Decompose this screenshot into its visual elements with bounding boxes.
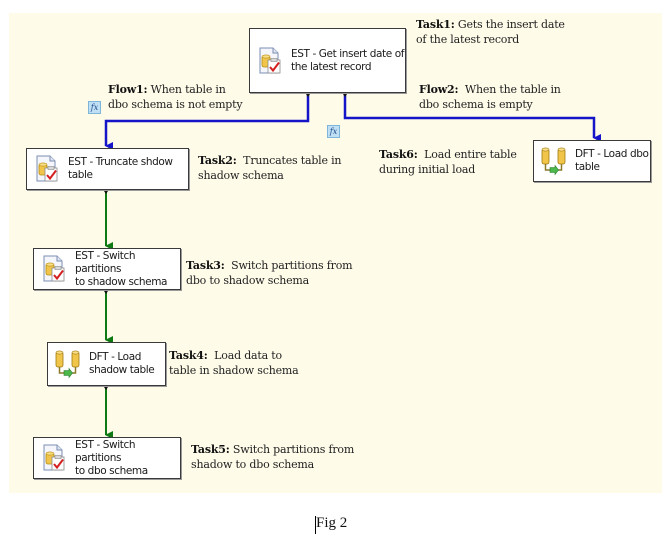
task-get-insert-date[interactable]: EST - Get insert date of the latest reco… (249, 28, 406, 93)
note-task6: Task6: Load entire table during initial … (379, 147, 517, 177)
execute-sql-task-icon (256, 46, 284, 76)
note-text: Switch partitions from (229, 443, 355, 456)
note-task1: Task1: Gets the insert date of the lates… (416, 17, 565, 47)
task-truncate-shadow-table[interactable]: EST - Truncate shdow table (26, 148, 189, 190)
expression-fx-icon[interactable]: fx (88, 101, 101, 114)
task-switch-partitions-to-dbo[interactable]: EST - Switch partitions to dbo schema (33, 437, 181, 479)
figure-caption: Fig 2 (316, 515, 348, 531)
note-title: Task4: (169, 349, 208, 362)
note-task3: Task3: Switch partitions from dbo to sha… (186, 258, 353, 288)
task-label: EST - Truncate shdow table (68, 156, 173, 181)
execute-sql-task-icon (33, 154, 61, 184)
note-task5: Task5: Switch partitions from shadow to … (191, 442, 354, 472)
flow1-connector[interactable] (104, 93, 310, 150)
note-title: Task6: (379, 148, 418, 161)
note-text: dbo to shadow schema (186, 274, 309, 287)
execute-sql-task-icon (40, 443, 68, 473)
note-text: dbo schema is not empty (108, 98, 243, 111)
note-text: during initial load (379, 163, 476, 176)
note-flow2: Flow2: When the table in dbo schema is e… (419, 82, 561, 112)
note-title: Task3: (186, 259, 225, 272)
note-task4: Task4: Load data to table in shadow sche… (169, 348, 299, 378)
task-label: EST - Switch partitions to dbo schema (75, 438, 148, 477)
note-text: Switch partitions from (224, 259, 353, 272)
task-label: DFT - Load shadow table (89, 351, 155, 376)
data-flow-task-icon (54, 349, 82, 379)
task-label: EST - Get insert date of the latest reco… (291, 47, 405, 73)
flow2-connector[interactable] (343, 93, 601, 142)
task-switch-partitions-to-shadow[interactable]: EST - Switch partitions to shadow schema (33, 248, 181, 290)
note-text: When table in (147, 83, 226, 96)
note-text: When the table in (458, 83, 561, 96)
note-text: table in shadow schema (169, 364, 299, 377)
note-text: dbo schema is empty (419, 98, 533, 111)
note-title: Task5: (191, 443, 230, 456)
note-flow1: Flow1: When table in dbo schema is not e… (108, 82, 243, 112)
note-text: Gets the insert date (454, 18, 565, 31)
note-text: of the latest record (416, 33, 520, 46)
note-text: shadow schema (198, 169, 284, 182)
note-text: Load entire table (417, 148, 517, 161)
task-label: DFT - Load dbo table (575, 148, 649, 173)
expression-fx-icon[interactable]: fx (327, 125, 340, 138)
task-load-shadow-table[interactable]: DFT - Load shadow table (47, 342, 166, 386)
task-label: EST - Switch partitions to shadow schema (75, 249, 168, 288)
execute-sql-task-icon (40, 254, 68, 284)
task-load-dbo-table[interactable]: DFT - Load dbo table (533, 140, 651, 182)
note-title: Task1: (416, 18, 455, 31)
note-text: Load data to (207, 349, 282, 362)
note-title: Flow2: (419, 83, 459, 96)
note-task2: Task2: Truncates table in shadow schema (198, 153, 341, 183)
note-text: Truncates table in (236, 154, 342, 167)
note-text: shadow to dbo schema (191, 458, 314, 471)
note-title: Flow1: (108, 83, 148, 96)
note-title: Task2: (198, 154, 237, 167)
text-cursor (315, 516, 316, 534)
data-flow-task-icon (540, 146, 568, 176)
